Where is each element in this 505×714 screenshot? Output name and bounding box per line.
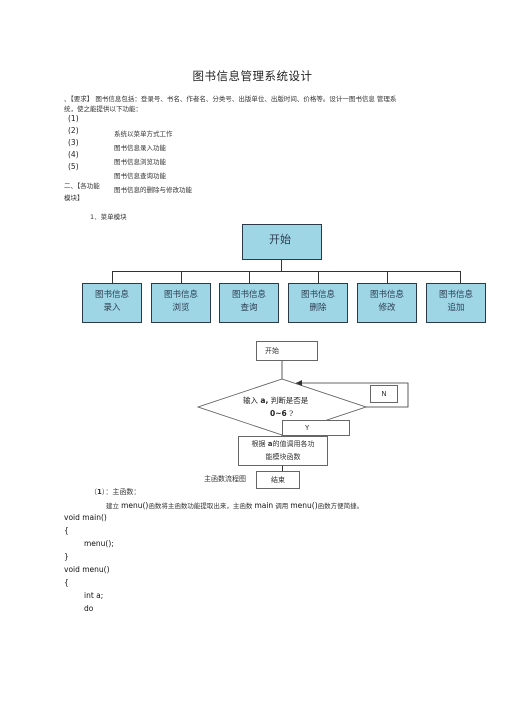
node-label-line1: 图书信息 [94,290,129,300]
node-label-line1: 图书信息 [231,290,266,300]
decision-range: 0~6 [270,409,287,418]
node-label-line2: 删除 [309,303,327,313]
tree-node-query: 图书信息 查询 [219,283,279,323]
item-number-2: (2) [68,126,79,135]
code-line-5: void menu() [64,565,110,574]
process-var: a [267,440,273,448]
label-post: ）：主函数： [101,488,141,496]
feature-5: 图书信息的删除与修改功能 [114,186,192,194]
flow-no-arrowhead [296,380,302,386]
desc-e: 调用 [275,502,289,510]
tree-connector-2 [181,271,182,283]
tree-node-modify: 图书信息 修改 [357,283,417,323]
requirement-line-2: 统，使之能提供以下功能： [64,105,142,113]
tree-connector-horizontal [112,271,460,272]
node-label-line2: 录入 [103,303,121,313]
feature-4: 图书信息查询功能 [114,172,166,180]
code-line-6: { [64,578,69,587]
node-label-line1: 图书信息 [438,290,473,300]
flow-caption: 主函数流程图 [204,475,246,483]
label-pre: （ [90,488,97,496]
feature-2: 图书信息录入功能 [114,144,166,152]
decision-pre: 输入 [243,396,258,405]
section-2-heading-cont: 模块】 [64,194,84,202]
item-number-3: (3) [68,138,79,147]
decision-var: a, [260,396,269,405]
code-line-2: { [64,526,69,535]
decision-post: 判断是否是 [270,396,309,405]
node-label-line2: 修改 [378,303,396,313]
main-func-heading: （1）：主函数： [90,487,140,497]
process-post: 的值调用各功 [272,440,315,448]
flow-decision-text-line2: 0~6 ? [270,409,293,418]
code-line-1: void main() [64,513,107,522]
feature-1: 系统以菜单方式工作 [114,130,173,138]
desc-c: 函数将主函数功能提取出来，主函数 [148,502,253,510]
node-label-line1: 图书信息 [163,290,198,300]
flow-no-label: N [370,385,398,403]
tree-connector-5 [387,271,388,283]
page-title: 图书信息管理系统设计 [192,69,313,83]
code-line-8: do [84,604,94,613]
flow-process-box: 根据 a的值调用各功 能模块函数 [238,436,328,466]
label-num: 1 [97,488,102,496]
code-line-7: int a; [84,591,104,600]
tree-node-append: 图书信息 追加 [426,283,486,323]
flow-no-loop [296,382,409,408]
node-label-line1: 图书信息 [369,290,404,300]
tree-connector-6 [460,271,461,283]
item-number-1: (1) [68,114,79,123]
desc-f: menu() [290,501,318,510]
menu-module-label: 1．菜单模块 [90,213,127,221]
code-line-4: } [64,552,69,561]
tree-node-browse: 图书信息 浏览 [151,283,211,323]
desc-a: 建立 [106,502,119,510]
feature-3: 图书信息浏览功能 [114,158,166,166]
section-2-heading: 二、【各功能 [64,182,100,190]
flow-decision-text-line1: 输入 a, 判断是否是 [243,395,308,406]
flow-start: 开始 [256,341,318,361]
desc-g: 函数方便简捷。 [317,502,364,510]
node-label-line2: 浏览 [172,303,190,313]
tree-connector-root [281,260,282,271]
tree-connector-4 [318,271,319,283]
requirement-line-1: 、【要求】 图书信息包括：登录号、书名、作者名、分类号、出版单位、出版时间、价格… [64,95,397,103]
tree-connector-3 [249,271,250,283]
main-func-description: 建立 menu()函数将主函数功能提取出来，主函数 main 调用 menu()… [106,500,363,510]
tree-node-input: 图书信息 录入 [82,283,142,323]
tree-node-delete: 图书信息 删除 [288,283,348,323]
tree-root-start: 开始 [242,224,322,260]
process-pre: 根据 [251,440,266,448]
flow-process-line2: 能模块函数 [265,453,301,461]
desc-b: menu() [121,501,149,510]
flow-process-line1: 根据 a的值调用各功 [239,438,327,451]
flow-end: 结束 [256,471,300,489]
code-line-3: menu(); [84,539,114,548]
item-number-4: (4) [68,150,79,159]
node-label-line1: 图书信息 [300,290,335,300]
item-number-5: (5) [68,162,79,171]
node-label-line2: 追加 [447,303,465,313]
flow-arrow-process-end [282,466,283,471]
flow-yes-label: Y [282,420,350,436]
tree-connector-1 [112,271,113,283]
desc-d: main [254,501,274,510]
node-label-line2: 查询 [240,303,258,313]
decision-q: ? [289,409,294,418]
